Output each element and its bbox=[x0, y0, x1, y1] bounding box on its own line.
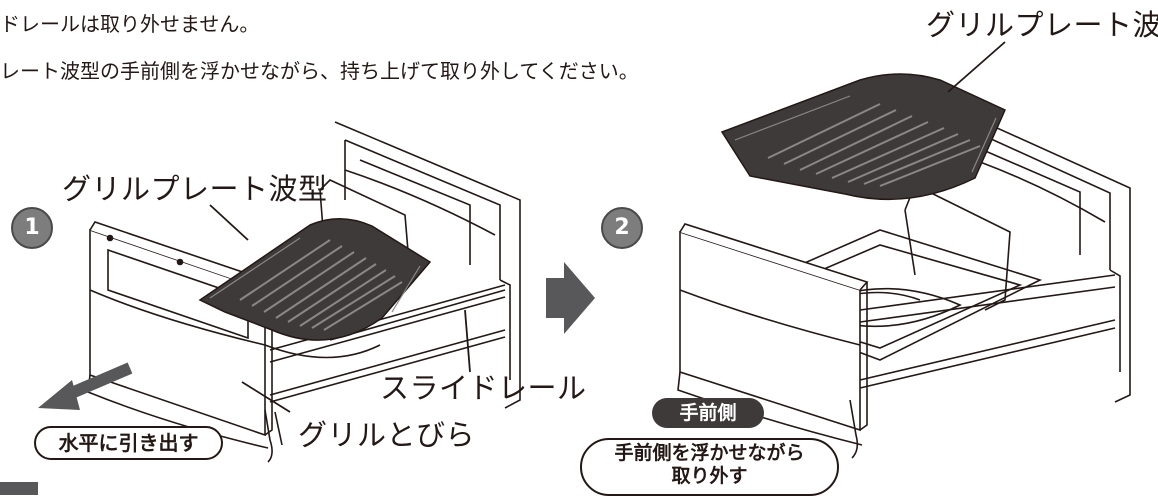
step-1-badge: 1 bbox=[11, 207, 53, 249]
plate-label-top: グリルプレート波型 bbox=[926, 8, 1158, 42]
plate-label-left: グリルプレート波型 bbox=[62, 172, 328, 206]
section-marker bbox=[0, 482, 38, 495]
grill-door-label: グリルとびら bbox=[298, 418, 476, 452]
lift-instruction-line-1: 手前側を浮かせながら bbox=[614, 442, 805, 464]
lift-instruction-label: 手前側を浮かせながら 取り外す bbox=[580, 438, 839, 496]
leader-plate-top bbox=[947, 41, 1006, 93]
slide-rail-label: スライドレール bbox=[380, 371, 587, 405]
next-step-arrow bbox=[546, 262, 595, 334]
lift-instruction-line-2: 取り外す bbox=[671, 465, 748, 487]
cabinet-back-frame bbox=[334, 121, 521, 409]
step2-drawing bbox=[677, 99, 1131, 459]
grill-plate-step2 bbox=[720, 73, 1006, 201]
leader-grill-door bbox=[241, 381, 291, 413]
instruction-line-1: ドレールは取り外せません。 bbox=[0, 12, 260, 36]
step-2-badge: 2 bbox=[601, 207, 643, 249]
grill-plate-step1 bbox=[198, 218, 432, 341]
leader-slide-rail bbox=[464, 309, 471, 373]
instruction-line-2: レート波型の手前側を浮かせながら、持ち上げて取り外してください。 bbox=[0, 59, 639, 83]
front-side-badge: 手前側 bbox=[652, 398, 764, 428]
door-window bbox=[107, 248, 249, 340]
pull-out-arrow bbox=[38, 362, 133, 410]
leader-plate-left bbox=[209, 204, 249, 241]
pull-out-label: 水平に引き出す bbox=[34, 426, 223, 460]
